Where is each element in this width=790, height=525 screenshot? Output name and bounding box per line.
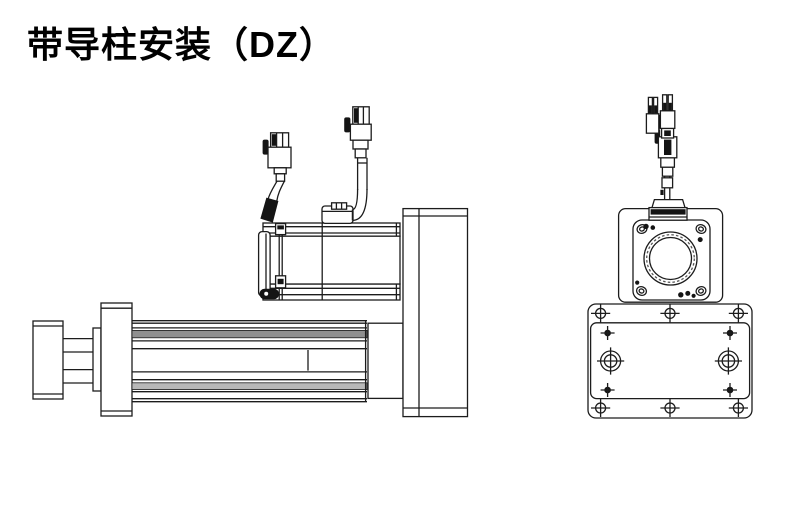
screw-hole	[591, 304, 748, 323]
side-view	[32, 106, 469, 418]
cylinder-body	[131, 320, 404, 403]
page-title: 带导柱安装（DZ）	[27, 24, 336, 65]
rod-end-plate	[32, 320, 64, 400]
counterbore-hole	[597, 347, 742, 375]
alignment-mark	[635, 223, 703, 298]
front-view	[587, 94, 753, 419]
front-moving-plate	[100, 302, 133, 417]
piston-rod	[63, 327, 102, 392]
motor-encoder-connector	[344, 106, 372, 222]
screw-hole	[591, 399, 748, 417]
motor-cable-gland	[321, 202, 354, 225]
motor-front-face	[617, 198, 724, 303]
motor-body	[257, 222, 401, 301]
rear-adapter-block	[402, 207, 469, 418]
dowel-pin-hole	[600, 326, 737, 397]
motor-power-connector	[260, 132, 292, 223]
cable-gland-front	[648, 198, 688, 221]
flange-screw	[635, 223, 707, 297]
connector-stack-front	[645, 94, 678, 200]
mounting-plate-front	[587, 303, 753, 419]
